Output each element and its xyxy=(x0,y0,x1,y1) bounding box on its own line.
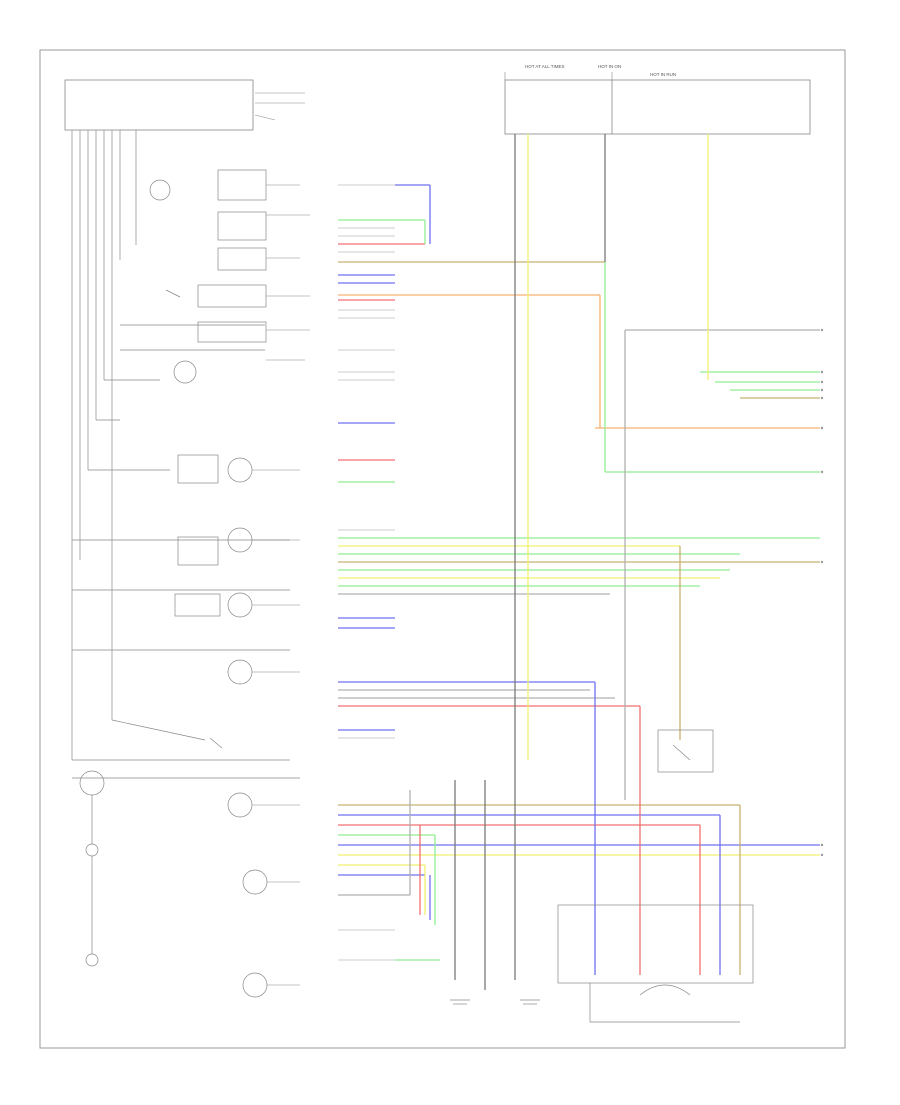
header-label-hot-in-on: HOT IN ON xyxy=(598,64,621,69)
header-label-hot-in-run: HOT IN RUN xyxy=(650,72,676,77)
left-stub-wires xyxy=(252,184,310,986)
left-bus-lines xyxy=(71,130,300,779)
bottom-right-module xyxy=(557,729,754,1023)
top-left-module xyxy=(64,79,305,131)
right-terminal-markers xyxy=(820,328,824,857)
diagram-frame xyxy=(39,49,846,1049)
top-right-fuse-boxes: HOT AT ALL TIMES HOT IN ON HOT IN RUN xyxy=(504,64,811,135)
header-label-hot-at-all-times: HOT AT ALL TIMES xyxy=(525,64,565,69)
ground-symbols xyxy=(450,999,540,1005)
colored-vertical-wires xyxy=(395,134,741,990)
left-components xyxy=(79,169,268,998)
connector-pin-stubs xyxy=(338,184,395,961)
